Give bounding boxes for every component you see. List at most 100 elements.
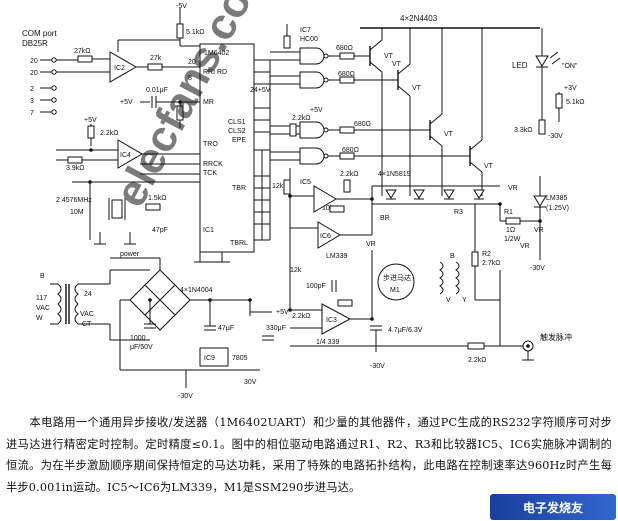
r27k-b-label: 27k xyxy=(150,55,162,62)
tbrl-label: TBRL xyxy=(230,240,248,247)
resistor-10k xyxy=(329,205,345,213)
resistor-r1 xyxy=(505,217,521,225)
pin-8: 8 xyxy=(188,75,192,82)
r1-w-label: 1/2W xyxy=(504,236,521,243)
bridge-label: 4×1N4004 xyxy=(180,287,213,294)
neg30v-a-label: -30V xyxy=(548,133,563,140)
r680-a-label: 680Ω xyxy=(336,45,353,52)
vr-b-label: VR xyxy=(508,185,518,192)
tck-label: TCK xyxy=(203,170,217,177)
led-indicator xyxy=(535,55,549,67)
r10m-label: 10M xyxy=(70,209,84,216)
pin-24-5v-label: 24+5V xyxy=(250,87,271,94)
vt2-label: VT xyxy=(412,85,422,92)
pin-7: 7 xyxy=(30,110,34,117)
r1-label: R1 xyxy=(504,209,513,216)
motor-coils xyxy=(439,261,460,295)
cap-1000u-v-label: μF/50V xyxy=(130,344,153,351)
comparator-ic3 xyxy=(321,303,352,335)
on-label: "ON" xyxy=(562,63,578,70)
resistors-680 xyxy=(328,52,470,160)
vac24-a-label: 24 xyxy=(84,291,92,298)
neg5v-top-label: -5V xyxy=(176,3,187,10)
b-label: B xyxy=(450,253,455,260)
vac-a-label: VAC xyxy=(36,305,50,312)
transistor-vt4 xyxy=(469,28,483,196)
cls2-label: CLS2 xyxy=(228,128,246,135)
transistors-label: 4×2N4403 xyxy=(400,14,438,23)
cls1-label: CLS1 xyxy=(228,119,246,126)
transistor-vt2 xyxy=(397,28,411,196)
tbr-label: TBR xyxy=(232,185,246,192)
regulator-ic9 xyxy=(199,347,229,367)
ic7-label: IC7 xyxy=(300,27,311,34)
transformer-b-label: B xyxy=(40,273,45,280)
transformer xyxy=(50,283,79,325)
pin-20c: 20 xyxy=(188,59,196,66)
db25r-label: DB25R xyxy=(22,39,48,48)
resistor-r2 xyxy=(471,251,479,267)
epe-label: EPE xyxy=(232,137,246,144)
ic1-label: IC1 xyxy=(203,227,214,234)
stepper-motor-m1 xyxy=(377,263,415,301)
crystal-freq-label: 2.4576MHz xyxy=(56,197,92,204)
site-logo: 电子发烧友 xyxy=(490,494,616,520)
ic3-part-label: 1/4 339 xyxy=(316,339,339,346)
vt4-label: VT xyxy=(484,163,494,170)
ic3-label: IC3 xyxy=(326,317,337,324)
r22k-mid-label: 2.2kΩ xyxy=(292,115,310,122)
vr-c-label: VR xyxy=(366,241,376,248)
r12k-b-label: 12k xyxy=(290,267,302,274)
resistor-2k2-mid xyxy=(289,123,297,137)
r2-label: R2 xyxy=(482,251,491,258)
r15k-label: 1.5kΩ xyxy=(148,195,166,202)
ic6-label: IC6 xyxy=(320,233,331,240)
motor-m1-label: M1 xyxy=(390,287,400,294)
resistor-3k9 xyxy=(67,156,83,164)
r51k-right-label: 5.1kΩ xyxy=(566,99,584,106)
r680-d-label: 680Ω xyxy=(342,147,359,154)
r27k-a-label: 27kΩ xyxy=(74,48,91,55)
vac117-label: 117 xyxy=(36,295,47,302)
tro-label: TRO xyxy=(203,141,218,148)
br-label: BR xyxy=(380,215,390,222)
resistor-27k-a xyxy=(77,55,93,63)
lm385-label: LM385 xyxy=(546,195,568,202)
ic7-part-label: HC00 xyxy=(300,36,318,43)
vac24-b-label: VAC xyxy=(80,311,94,318)
resistor-68k xyxy=(337,299,353,307)
resistor-2k2-bottom xyxy=(467,342,485,350)
r680-b-label: 680Ω xyxy=(338,71,355,78)
resistor-5k1-top xyxy=(176,23,184,39)
cap-001uf-label: 0.01μF xyxy=(146,87,168,94)
resistor-27k-b xyxy=(147,63,163,71)
vr-a-label: VR xyxy=(534,227,544,234)
mr-label: MR xyxy=(203,99,214,106)
pos5v-mr-label: +5V xyxy=(120,99,133,106)
vt1-label: VT xyxy=(384,53,394,60)
pos5v-ic4-label: +5V xyxy=(84,117,97,124)
comparator-ic6 xyxy=(317,221,341,249)
cap-1000u-label: 1000 xyxy=(130,335,146,342)
diodes-1n5819-label: 4×1N5819 xyxy=(378,171,411,178)
ic-1m6402-label: 1M6402 xyxy=(204,50,229,57)
motor-cn-label: 步进马达 xyxy=(383,273,411,282)
pin-20b: 20 xyxy=(30,70,38,77)
trigger-label: 触发脉冲 xyxy=(540,332,572,342)
neg30v-d-label: -30V xyxy=(178,393,193,400)
resistor-5k1-right xyxy=(555,93,563,109)
c100pf-label: 100pF xyxy=(306,283,326,290)
pos5v-mid-label: +5V xyxy=(310,107,323,114)
r33k-label: 3.3kΩ xyxy=(514,127,532,134)
transistor-vt1 xyxy=(369,28,383,196)
r22k-bot-label: 2.2kΩ xyxy=(292,313,310,320)
circuit-schematic: COM port DB25R 20 20 2 3 7 27kΩ IC2 27k … xyxy=(22,0,584,400)
r1-val-label: 1Ω xyxy=(506,227,515,234)
db25-connector xyxy=(40,57,57,115)
v-label: V xyxy=(446,297,451,304)
resistor-2k2-ic4 xyxy=(87,125,95,139)
lm339-label: LM339 xyxy=(326,253,348,260)
vr-d-label: VR xyxy=(520,243,530,250)
pin-20a: 20 xyxy=(30,58,38,65)
vt3-label: VT xyxy=(444,131,454,138)
